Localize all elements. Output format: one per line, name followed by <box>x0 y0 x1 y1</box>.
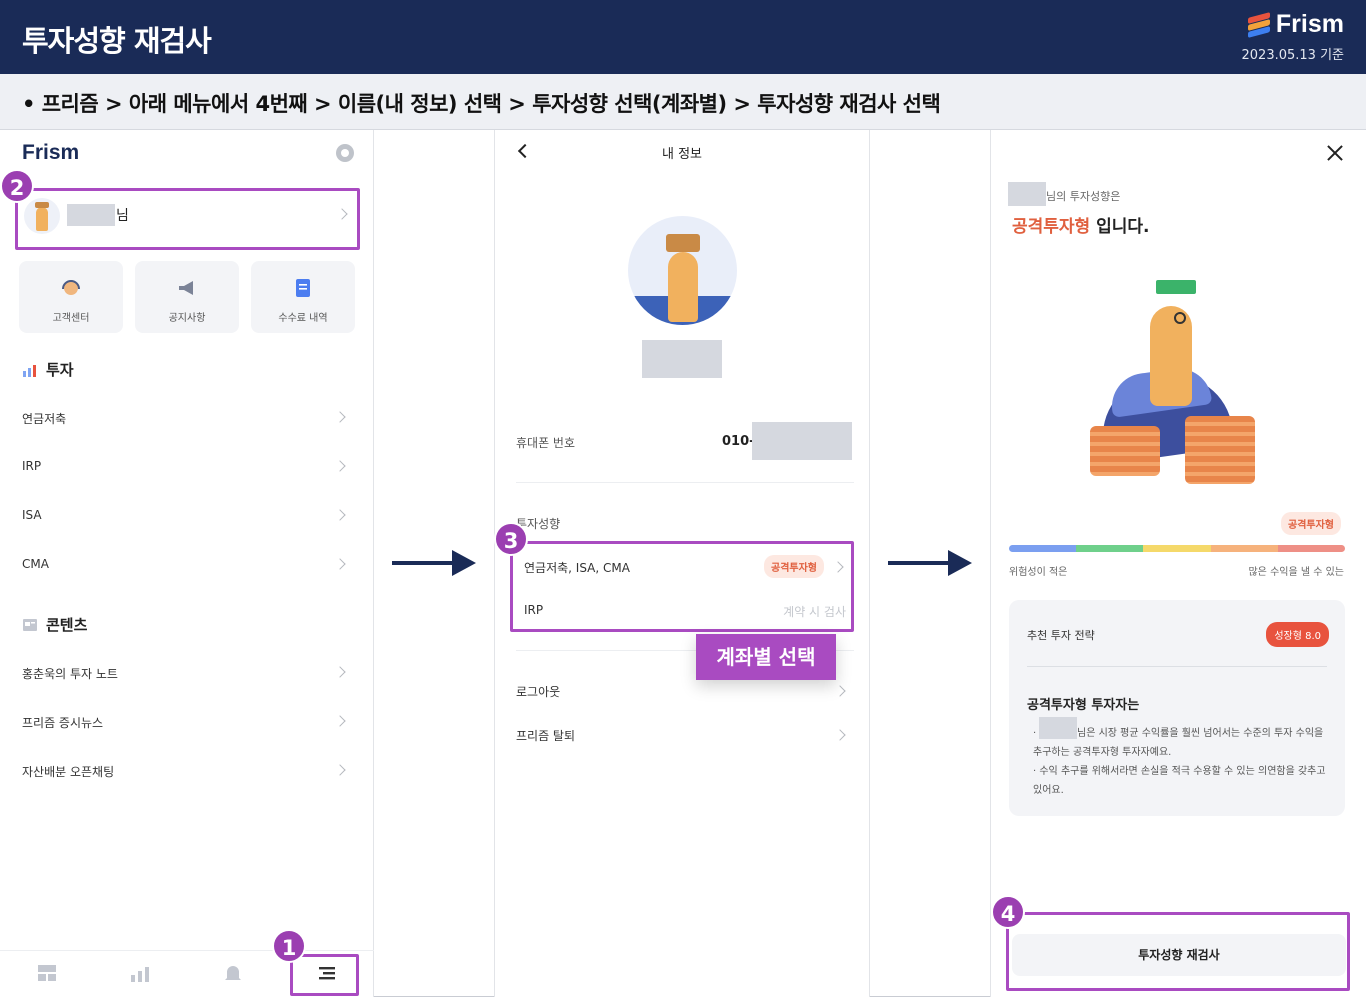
desc-line-1: ·님은 시장 평균 수익률을 훨씬 넘어서는 수준의 투자 수익을 추구하는 공… <box>1033 728 1324 758</box>
logout-item[interactable]: 로그아웃 <box>516 685 561 699</box>
user-name-redacted <box>1039 717 1077 739</box>
retest-button-label: 투자성향 재검사 <box>1138 948 1220 962</box>
frism-logo: Frism <box>1247 10 1344 39</box>
quick-label: 고객센터 <box>52 313 90 324</box>
profile-row[interactable]: 님 <box>18 190 358 248</box>
chart-icon <box>23 364 36 377</box>
user-name-redacted <box>67 204 115 226</box>
desc-2: 수익 추구를 위해서라면 손실을 적극 수용할 수 있는 의연함을 갖추고 있어… <box>1033 766 1326 796</box>
turtle-illustration <box>1080 276 1280 486</box>
phone-prefix: 010- <box>722 434 755 449</box>
row-pension-isa-cma[interactable]: 연금저축, ISA, CMA 공격투자형 <box>514 545 850 585</box>
phone-label: 휴대폰 번호 <box>516 436 576 450</box>
scale-left-label: 위험성이 적은 <box>1009 567 1068 578</box>
section-content-label: 콘텐츠 <box>46 616 88 634</box>
frism-logo-mark-icon <box>1247 11 1270 38</box>
highlight-profile <box>15 188 360 250</box>
scale-seg-4 <box>1210 545 1278 552</box>
row-label: IRP <box>524 603 544 617</box>
risk-type-tag: 공격투자형 <box>764 555 824 578</box>
highlight-retest <box>1006 912 1350 991</box>
result-suffix: 입니다. <box>1090 217 1150 237</box>
scale-seg-5 <box>1277 545 1345 552</box>
highlight-account-type <box>510 541 854 632</box>
user-suffix: 님 <box>116 208 129 224</box>
result-type: 공격투자형 <box>1012 217 1091 237</box>
retest-button[interactable]: 투자성향 재검사 <box>1012 934 1346 976</box>
step-badge-1: 1 <box>272 929 306 963</box>
desc-1: 님은 시장 평균 수익률을 훨씬 넘어서는 수준의 투자 수익을 추구하는 공격… <box>1033 728 1324 758</box>
breadcrumb: • 프리즘 > 아래 메뉴에서 4번째 > 이름(내 정보) 선택 > 투자성향… <box>0 74 1366 130</box>
quick-notice[interactable]: 공지사항 <box>135 261 239 333</box>
step-badge-3: 3 <box>494 522 528 556</box>
chart-icon[interactable] <box>130 964 150 982</box>
result-panel <box>990 130 1366 997</box>
desc-line-2: · 수익 추구를 위해서라면 손실을 적극 수용할 수 있는 의연함을 갖추고 … <box>1033 766 1326 796</box>
strategy-card: 추천 투자 전략 성장형 8.0 공격투자형 투자자는 ·님은 시장 평균 수익… <box>1009 600 1345 816</box>
menu-icon[interactable] <box>317 964 337 982</box>
scale-right-label: 많은 수익을 낼 수 있는 <box>1248 567 1344 578</box>
withdraw-item[interactable]: 프리즘 탈퇴 <box>516 729 576 743</box>
menu-item-news[interactable]: 프리즘 증시뉴스 <box>22 716 104 730</box>
menu-item-isa[interactable]: ISA <box>22 508 42 522</box>
divider <box>516 650 854 651</box>
row-value: 계약 시 검사 <box>783 605 846 619</box>
row-label: 연금저축, ISA, CMA <box>524 561 630 575</box>
close-icon[interactable] <box>1326 144 1344 162</box>
divider <box>516 482 854 483</box>
brand-name: Frism <box>1275 10 1344 38</box>
menu-item-chat[interactable]: 자산배분 오픈채팅 <box>22 765 115 779</box>
megaphone-icon <box>176 277 198 299</box>
guide-header: 투자성향 재검사 Frism 2023.05.13 기준 <box>0 0 1366 74</box>
phone-number-redacted <box>752 422 852 460</box>
quick-customer-center[interactable]: 고객센터 <box>19 261 123 333</box>
arrow-right-icon <box>888 550 972 576</box>
bell-icon[interactable] <box>223 964 243 982</box>
step-badge-2: 2 <box>0 169 34 203</box>
quick-fee-history[interactable]: 수수료 내역 <box>251 261 355 333</box>
headset-icon <box>60 277 82 299</box>
desc-title: 공격투자형 투자자는 <box>1027 698 1140 713</box>
profile-avatar <box>628 216 737 325</box>
row-irp[interactable]: IRP 계약 시 검사 <box>514 590 850 626</box>
gear-icon[interactable] <box>336 144 354 162</box>
menu-item-cma[interactable]: CMA <box>22 557 49 571</box>
breadcrumb-text: • 프리즘 > 아래 메뉴에서 4번째 > 이름(내 정보) 선택 > 투자성향… <box>22 92 941 116</box>
reference-date: 2023.05.13 기준 <box>1241 48 1345 63</box>
user-name-redacted <box>1008 182 1046 206</box>
scale-seg-1 <box>1009 545 1077 552</box>
home-icon[interactable] <box>37 964 57 982</box>
strategy-label: 추천 투자 전략 <box>1027 629 1095 642</box>
quick-label: 수수료 내역 <box>278 313 328 324</box>
callout-select-by-account: 계좌별 선택 <box>696 634 836 680</box>
news-icon <box>23 618 37 631</box>
bottom-tab-bar <box>0 950 374 997</box>
app-name: Frism <box>22 141 80 164</box>
document-icon <box>292 277 314 299</box>
scale-tag: 공격투자형 <box>1281 512 1341 535</box>
highlight-menu-tab <box>290 954 359 996</box>
my-info-title: 내 정보 <box>661 147 702 162</box>
scale-seg-3 <box>1143 545 1211 552</box>
guide-title: 투자성향 재검사 <box>22 24 212 58</box>
result-headline: 공격투자형 입니다. <box>1012 212 1150 237</box>
arrow-right-icon <box>392 550 476 576</box>
menu-item-irp[interactable]: IRP <box>22 459 42 473</box>
section-content: 콘텐츠 <box>22 614 87 635</box>
section-invest: 투자 <box>22 359 74 380</box>
scale-seg-2 <box>1076 545 1144 552</box>
menu-item-note[interactable]: 홍춘욱의 투자 노트 <box>22 667 118 681</box>
quick-label: 공지사항 <box>168 313 206 324</box>
risk-scale-bar <box>1009 545 1345 552</box>
avatar <box>24 198 60 234</box>
profile-name-redacted <box>642 340 722 378</box>
section-investment-type: 투자성향 <box>516 517 561 531</box>
result-intro: 님의 투자성향은 <box>1046 190 1121 203</box>
step-badge-4: 4 <box>991 895 1025 929</box>
divider <box>1027 666 1327 667</box>
menu-item-pension[interactable]: 연금저축 <box>22 412 67 426</box>
section-invest-label: 투자 <box>46 361 74 379</box>
strategy-tag: 성장형 8.0 <box>1266 622 1329 647</box>
